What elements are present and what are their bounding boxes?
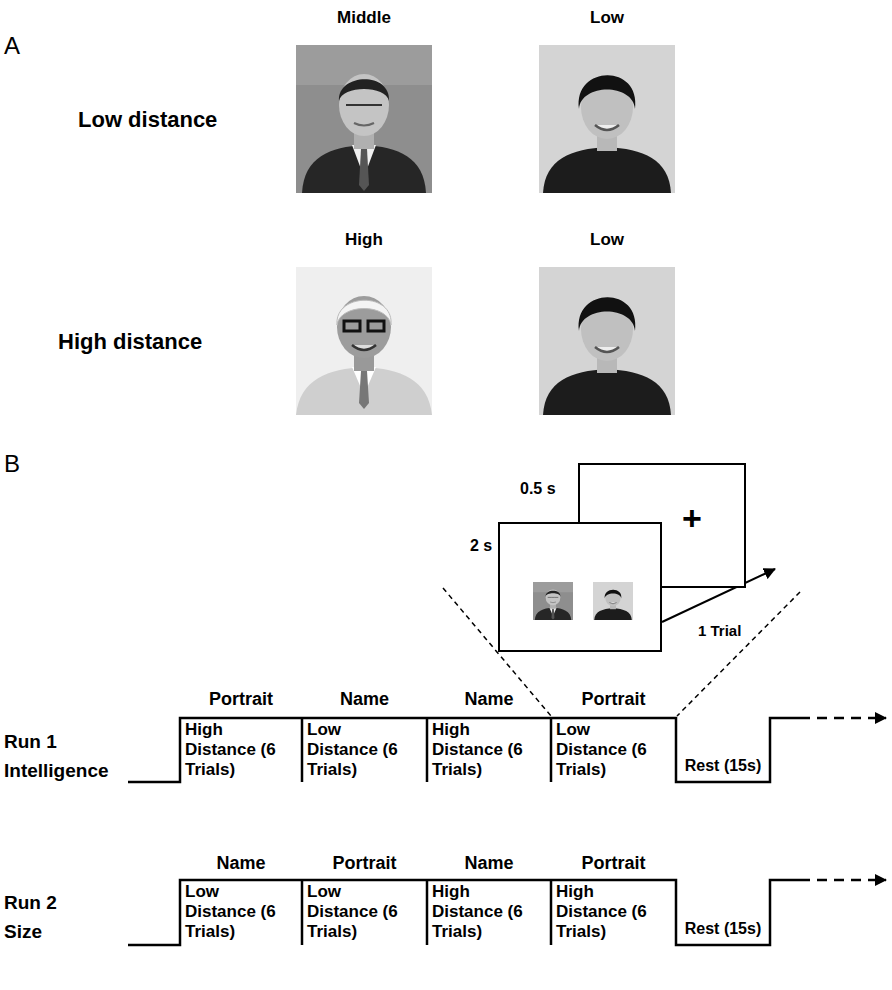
block-text: High Distance (6 Trials) bbox=[556, 882, 656, 942]
panel-letter: A bbox=[4, 32, 20, 60]
run-label: Run 1 Intelligence bbox=[4, 727, 109, 785]
condition-header: Name bbox=[427, 852, 551, 874]
condition-header: Name bbox=[302, 688, 427, 710]
level-caption: High bbox=[345, 230, 383, 250]
level-caption: Low bbox=[590, 8, 624, 28]
block-text: Low Distance (6 Trials) bbox=[307, 720, 407, 780]
block-text: High Distance (6 Trials) bbox=[432, 882, 532, 942]
level-caption: Middle bbox=[337, 8, 391, 28]
block-segment: NameHigh Distance (6 Trials) bbox=[427, 852, 551, 945]
block-segment: NameHigh Distance (6 Trials) bbox=[427, 688, 551, 782]
row-label: High distance bbox=[58, 329, 202, 355]
block-text: High Distance (6 Trials) bbox=[185, 720, 285, 780]
condition-header: Portrait bbox=[302, 852, 427, 874]
duration-text: 2 s bbox=[470, 538, 492, 554]
trial-label: 1 Trial bbox=[698, 622, 741, 639]
condition-header: Name bbox=[180, 852, 302, 874]
block-text: High Distance (6 Trials) bbox=[432, 720, 532, 780]
rest-segment: Rest (15s) bbox=[676, 880, 770, 945]
rest-text: Rest (15s) bbox=[676, 920, 770, 938]
row-label: Low distance bbox=[78, 107, 217, 133]
block-segment: PortraitLow Distance (6 Trials) bbox=[551, 688, 676, 782]
block-segment: NameLow Distance (6 Trials) bbox=[180, 852, 302, 945]
stimulus-photos bbox=[500, 524, 660, 650]
rest-segment: Rest (15s) bbox=[676, 718, 770, 782]
block-text: Low Distance (6 Trials) bbox=[185, 882, 285, 942]
condition-header: Portrait bbox=[180, 688, 302, 710]
level-caption: Low bbox=[590, 230, 624, 250]
block-segment: PortraitHigh Distance (6 Trials) bbox=[180, 688, 302, 782]
condition-header: Name bbox=[427, 688, 551, 710]
fixation-cross: + bbox=[682, 501, 702, 535]
condition-header: Portrait bbox=[551, 688, 676, 710]
block-segment: PortraitLow Distance (6 Trials) bbox=[302, 852, 427, 945]
block-segment: PortraitHigh Distance (6 Trials) bbox=[551, 852, 676, 945]
block-text: Low Distance (6 Trials) bbox=[307, 882, 407, 942]
panel-letter: B bbox=[4, 450, 20, 478]
condition-header: Portrait bbox=[551, 852, 676, 874]
rest-text: Rest (15s) bbox=[676, 757, 770, 775]
block-text: Low Distance (6 Trials) bbox=[556, 720, 656, 780]
run-label: Run 2 Size bbox=[4, 888, 74, 946]
stimulus-frame: 2 s bbox=[498, 522, 662, 652]
duration-text: 0.5 s bbox=[520, 481, 556, 497]
block-segment: NameLow Distance (6 Trials) bbox=[302, 688, 427, 782]
